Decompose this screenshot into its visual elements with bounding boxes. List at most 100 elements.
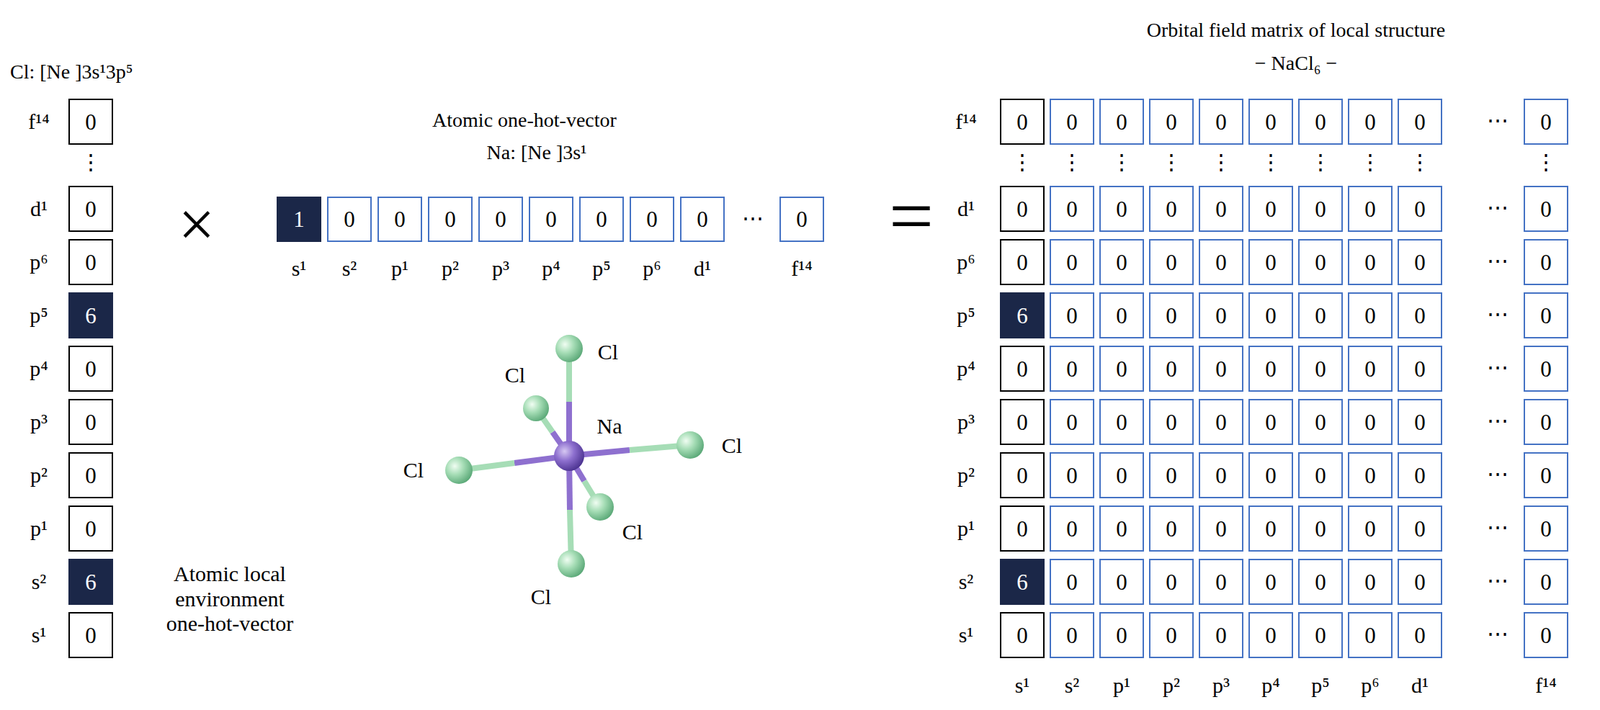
one-hot-cell: 0 bbox=[327, 196, 372, 243]
matrix-cell: 0 bbox=[999, 98, 1045, 145]
matrix-cell: 6 bbox=[999, 559, 1045, 606]
matrix-cell: 0 bbox=[1347, 612, 1393, 659]
matrix-cell: 0 bbox=[1298, 185, 1343, 232]
matrix-cell: 0 bbox=[1397, 505, 1443, 552]
matrix-cell: 0 bbox=[1049, 612, 1095, 659]
matrix-cell: 0 bbox=[1523, 345, 1569, 392]
matrix-cell: 0 bbox=[1149, 505, 1194, 552]
cell-value: 0 bbox=[1414, 517, 1426, 541]
orbital-label: p⁴ bbox=[541, 256, 560, 282]
matrix-cell: 0 bbox=[1198, 559, 1244, 606]
matrix-cell: 0 bbox=[1149, 452, 1194, 499]
ellipsis: ⋮ bbox=[1210, 149, 1232, 176]
cell-value: 0 bbox=[1414, 624, 1426, 647]
cell-value: 0 bbox=[1314, 198, 1327, 221]
one-hot-cell: 0 bbox=[377, 196, 423, 243]
matrix-cell: 0 bbox=[1049, 185, 1095, 232]
matrix-cell: 0 bbox=[1347, 185, 1393, 232]
cell-value: 0 bbox=[1364, 110, 1376, 134]
atom-label: Cl bbox=[721, 433, 743, 459]
cell-value: 0 bbox=[1066, 571, 1078, 594]
cell-value: 0 bbox=[1364, 571, 1376, 594]
cell-value: 0 bbox=[1066, 304, 1078, 328]
orbital-label: f¹⁴ bbox=[28, 109, 49, 135]
matrix-cell: 0 bbox=[1198, 345, 1244, 392]
cell-value: 0 bbox=[1115, 411, 1128, 434]
matrix-cell: 0 bbox=[1099, 612, 1144, 659]
cell-value: 0 bbox=[1314, 358, 1327, 381]
orbital-label: f¹⁴ bbox=[955, 109, 977, 135]
matrix-cell: 0 bbox=[1397, 292, 1443, 339]
cell-value: 0 bbox=[85, 198, 97, 221]
ellipsis: ⋯ bbox=[742, 206, 764, 232]
orbital-label: p⁶ bbox=[29, 249, 48, 276]
orbital-label: s² bbox=[958, 569, 974, 596]
ellipsis: ⋯ bbox=[1486, 621, 1509, 647]
matrix-cell: 0 bbox=[1099, 452, 1144, 499]
cell-value: 0 bbox=[1314, 304, 1327, 328]
matrix-cell: 0 bbox=[1149, 559, 1194, 606]
cell-value: 0 bbox=[1414, 198, 1426, 221]
ellipsis: ⋯ bbox=[1486, 461, 1509, 487]
ellipsis: ⋯ bbox=[1486, 515, 1509, 541]
matrix-cell: 0 bbox=[1248, 505, 1294, 552]
matrix-cell: 0 bbox=[1149, 185, 1194, 232]
matrix-cell: 0 bbox=[999, 505, 1045, 552]
matrix-cell: 0 bbox=[1049, 292, 1095, 339]
environment-cell: 0 bbox=[68, 185, 114, 232]
environment-cell: 0 bbox=[68, 239, 114, 286]
matrix-cell: 0 bbox=[1248, 292, 1294, 339]
one-hot-cell: 0 bbox=[427, 196, 473, 243]
environment-cell: 0 bbox=[68, 505, 114, 552]
orbital-label: s¹ bbox=[31, 623, 47, 649]
cell-value: 0 bbox=[1364, 251, 1376, 274]
cell-value: 0 bbox=[1265, 304, 1277, 328]
cell-value: 0 bbox=[85, 358, 97, 381]
matrix-cell: 0 bbox=[1397, 239, 1443, 286]
matrix-cell: 0 bbox=[1347, 452, 1393, 499]
matrix-cell: 0 bbox=[1198, 399, 1244, 446]
cell-value: 0 bbox=[1364, 358, 1376, 381]
orbital-label: p⁶ bbox=[956, 249, 975, 276]
matrix-cell: 0 bbox=[1397, 452, 1443, 499]
orbital-label: f¹⁴ bbox=[790, 256, 812, 282]
cell-value: 0 bbox=[545, 208, 557, 231]
matrix-cell: 0 bbox=[1049, 239, 1095, 286]
cell-value: 0 bbox=[1314, 251, 1327, 274]
cell-value: 0 bbox=[1414, 251, 1426, 274]
cell-value: 0 bbox=[1540, 358, 1552, 381]
matrix-cell: 0 bbox=[999, 345, 1045, 392]
matrix-cell: 0 bbox=[1099, 505, 1144, 552]
ellipsis: ⋯ bbox=[1486, 108, 1509, 134]
matrix-cell: 0 bbox=[1523, 239, 1569, 286]
cell-value: 0 bbox=[85, 251, 97, 274]
cell-value: 0 bbox=[494, 208, 507, 231]
cell-value: 0 bbox=[1165, 624, 1178, 647]
matrix-cell: 0 bbox=[1149, 612, 1194, 659]
cell-value: 0 bbox=[1165, 198, 1178, 221]
cell-value: 0 bbox=[85, 411, 97, 434]
environment-cell: 6 bbox=[68, 292, 114, 339]
one-hot-cell: 0 bbox=[629, 196, 675, 243]
orbital-label: p¹ bbox=[1113, 673, 1131, 699]
cell-value: 0 bbox=[1540, 624, 1552, 647]
ellipsis: ⋮ bbox=[1309, 149, 1332, 176]
matrix-cell: 0 bbox=[1347, 98, 1393, 145]
cell-value: 6 bbox=[1016, 304, 1029, 328]
cell-value: 0 bbox=[1165, 251, 1178, 274]
orbital-label: p⁵ bbox=[1311, 673, 1330, 699]
orbital-label: p¹ bbox=[391, 256, 409, 282]
matrix-cell: 0 bbox=[1397, 612, 1443, 659]
cell-value: 0 bbox=[1314, 624, 1327, 647]
cl-atom bbox=[445, 456, 473, 485]
ellipsis: ⋮ bbox=[1110, 149, 1133, 176]
cell-value: 0 bbox=[1066, 251, 1078, 274]
cell-value: 0 bbox=[1265, 110, 1277, 134]
cell-value: 0 bbox=[1314, 571, 1327, 594]
cell-value: 0 bbox=[1414, 110, 1426, 134]
orbital-label: p² bbox=[957, 463, 975, 489]
cell-value: 0 bbox=[1215, 304, 1227, 328]
matrix-cell: 0 bbox=[1523, 559, 1569, 606]
matrix-cell: 0 bbox=[1347, 292, 1393, 339]
ellipsis: ⋮ bbox=[1011, 149, 1034, 176]
